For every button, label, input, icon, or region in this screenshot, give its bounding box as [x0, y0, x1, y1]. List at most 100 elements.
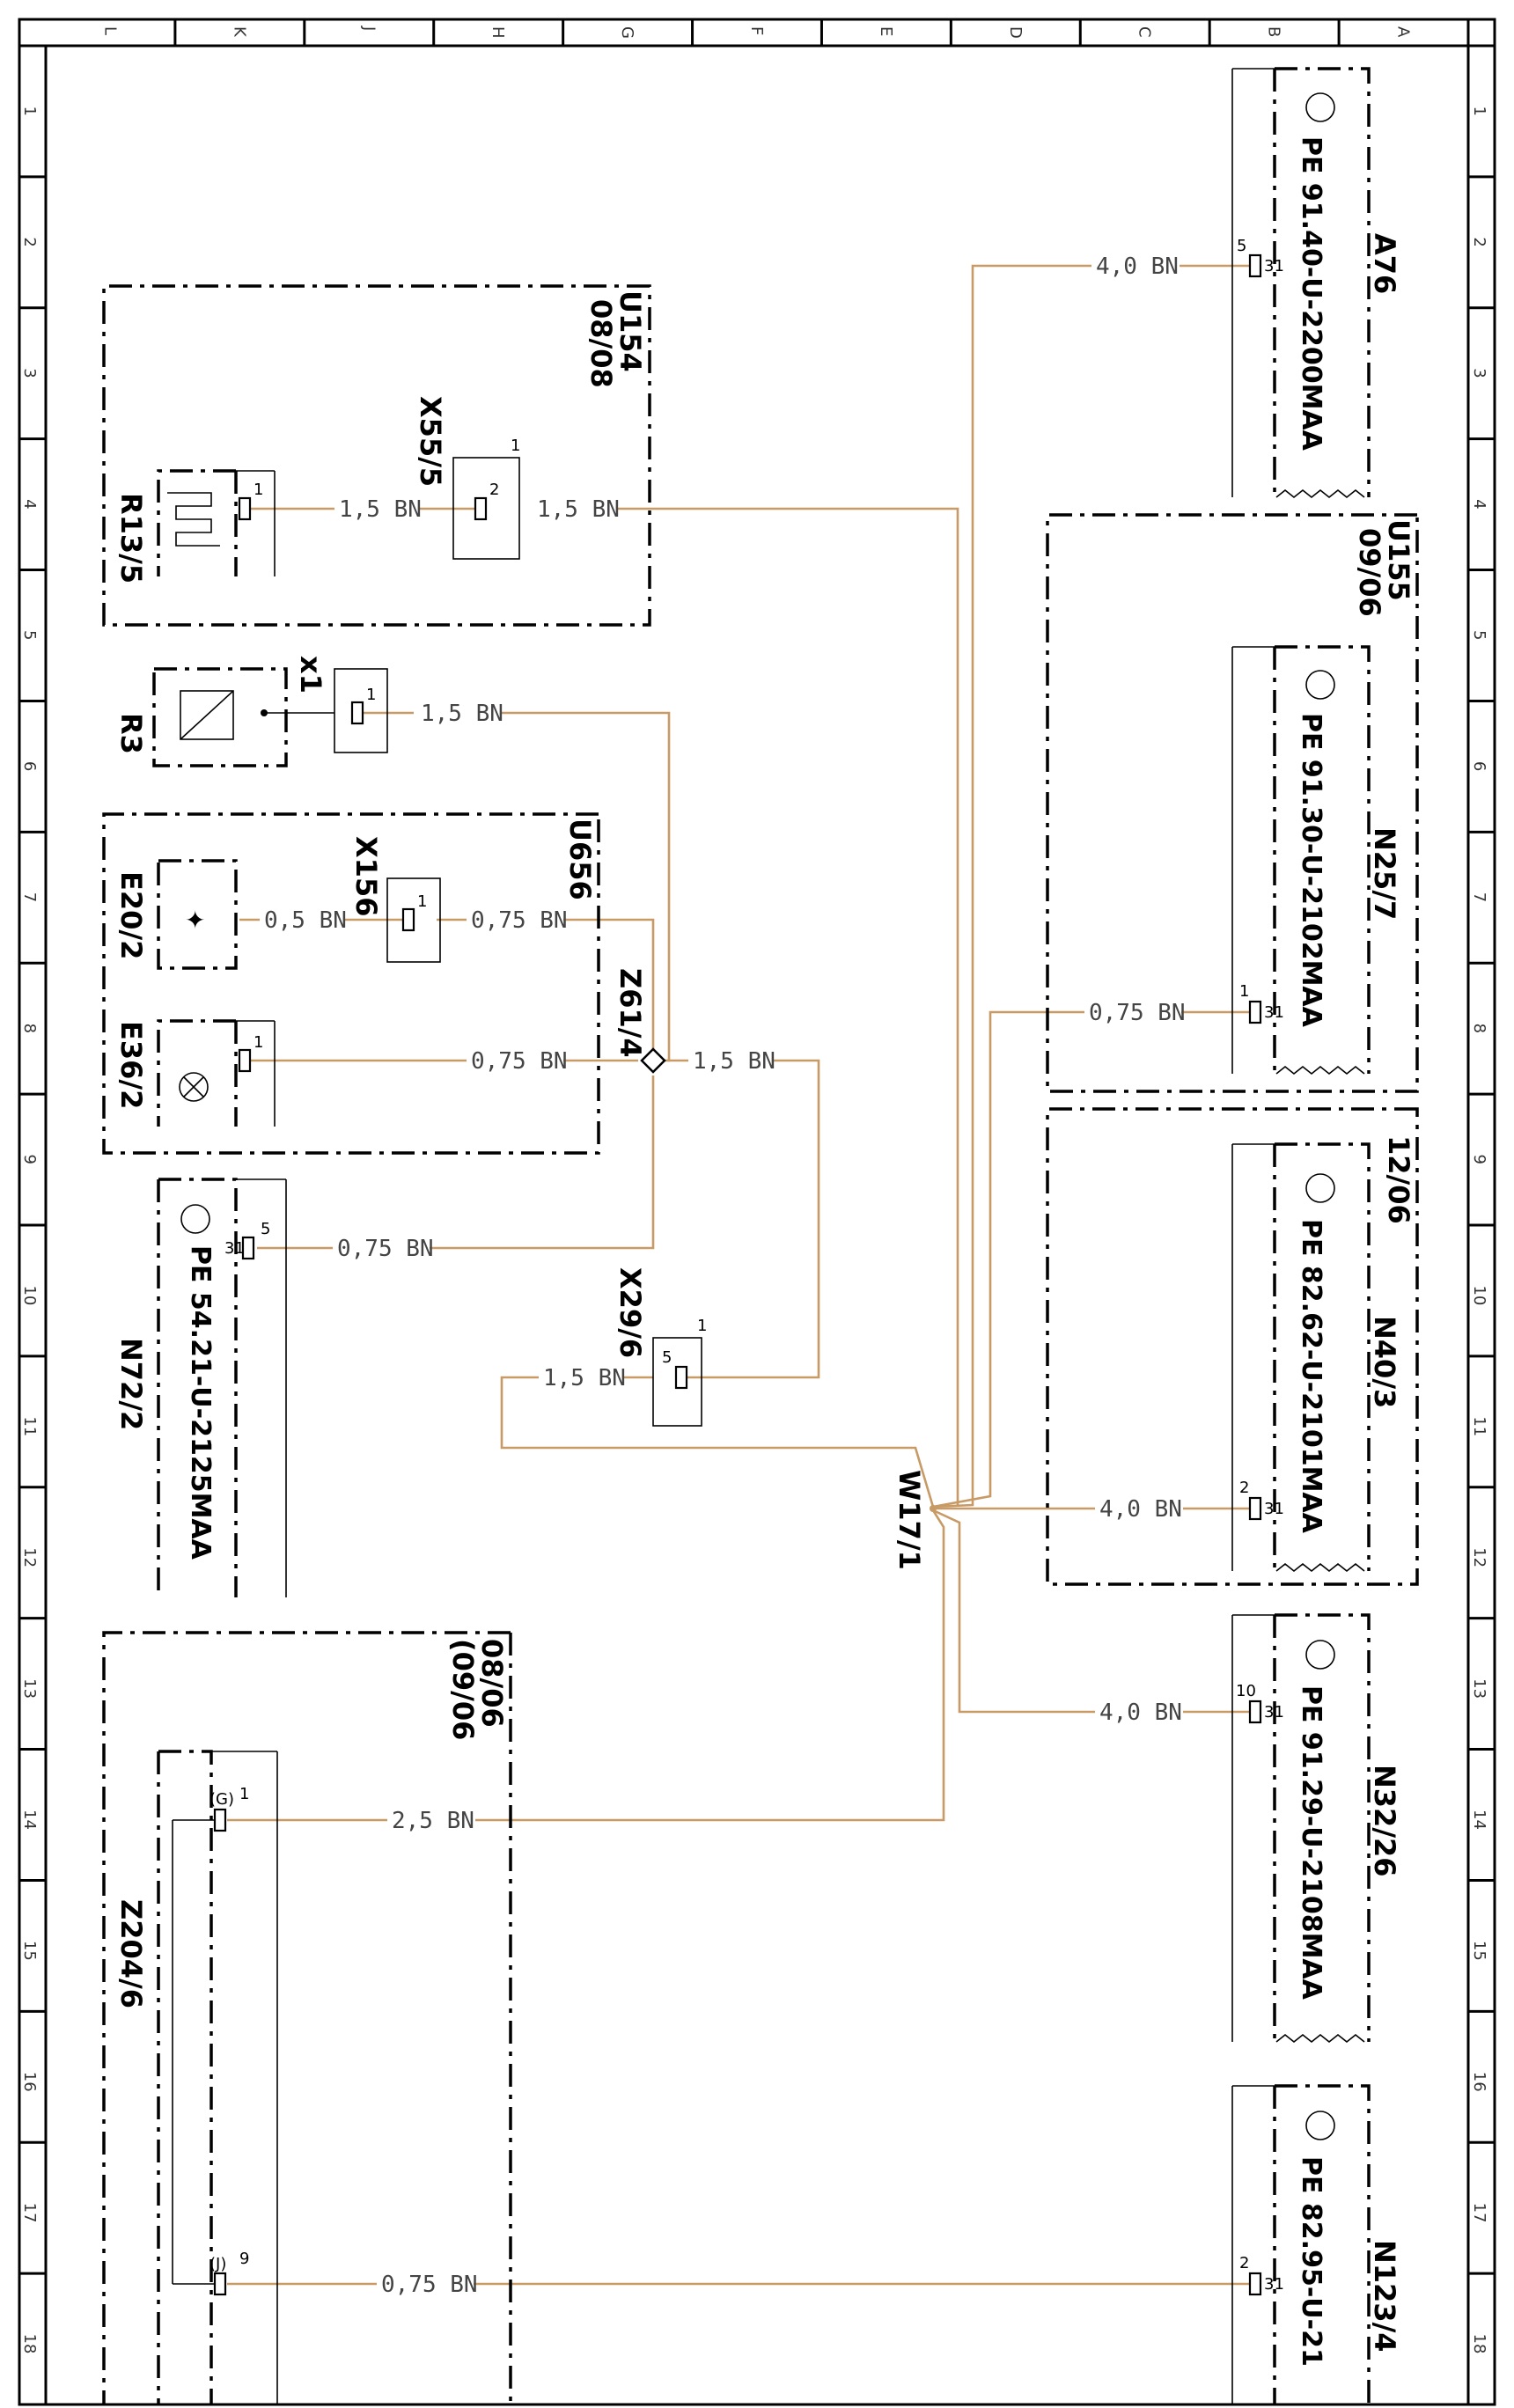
grid-column-label: B [1265, 26, 1283, 37]
ecu-symbol-icon [1305, 1173, 1335, 1203]
grid-row-label: 18 [20, 2334, 39, 2354]
grid-row-label: 10 [20, 1285, 39, 1305]
component-r3: R3 [114, 667, 334, 767]
pin-label: 31 [1264, 2275, 1284, 2294]
pin-label: 2 [1239, 2254, 1249, 2272]
grid-row-label: 15 [20, 1941, 39, 1961]
wire-labels: 4,0 BN 1,5 BN 1,5 BN 1,5 BN 0,5 BN 0,75 … [260, 250, 1186, 2298]
grid-column-label: K [230, 26, 248, 38]
grid-row-label: 15 [1470, 1941, 1488, 1961]
grid-row-label: 10 [1470, 1285, 1488, 1305]
pin-label: 1 [1239, 982, 1249, 1001]
component-label-e36-2: E36/2 [114, 1021, 148, 1109]
pin-label: 5 [662, 1348, 672, 1367]
grid-row-label: 9 [1470, 1155, 1488, 1164]
component-label-x55-5: X55/5 [414, 396, 447, 487]
connector-x55-5: 2 1 X55/5 [414, 396, 520, 560]
component-label-x156: X156 [349, 836, 383, 916]
resistor-icon [180, 690, 234, 740]
component-label-z61-4: Z61/4 [614, 968, 647, 1058]
pin-label: 1 [239, 1785, 249, 1803]
grid-column-label: F [747, 26, 766, 35]
grid-column-label: L [100, 26, 119, 35]
component-label-e20-2: E20/2 [114, 871, 148, 959]
pin-label: (J) [209, 2255, 226, 2273]
connector-x156: 1 X156 [349, 836, 441, 963]
component-label-n32-26: N32/26 [1368, 1765, 1401, 1877]
grid-row-label: 5 [1470, 630, 1488, 640]
ecu-part-number: PE 91.30-U-2102MAA [1296, 713, 1327, 1028]
pin-label: 5 [1237, 237, 1246, 255]
ecu-symbol-icon [180, 1204, 210, 1234]
pin-label: 31 [1264, 1003, 1284, 1022]
grid-row-label: 13 [20, 1678, 39, 1699]
pin-label: 31 [1264, 1703, 1284, 1722]
pin-label: 31 [1264, 1500, 1284, 1518]
grid-row-label: 17 [20, 2203, 39, 2223]
light-icon: ✦ [185, 906, 205, 935]
pin-label: 5 [261, 1220, 270, 1238]
wire-label-n72: 0,75 BN [337, 1236, 434, 1262]
component-label-r13-5: R13/5 [114, 493, 148, 584]
ground-point-w17-1: W17/1 [893, 1470, 937, 1570]
ecu-part-number: PE 91.40-U-2200MAA [1296, 136, 1327, 452]
grid-column-label: E [877, 26, 895, 36]
group-range-u154: 08/08 [584, 299, 618, 388]
pin-label: 31 [1264, 257, 1284, 275]
wire-label-a76: 4,0 BN [1096, 253, 1179, 280]
grid-row-label: 6 [20, 761, 39, 771]
ecu-part-number: PE 82.62-U-2101MAA [1296, 1219, 1327, 1534]
wire-label-e20-left: 0,5 BN [264, 907, 347, 934]
bulb-icon [179, 1072, 209, 1102]
grid-row-label: 4 [1470, 499, 1488, 509]
splice-z204-6: (G) 1 (J) 9 Z204/6 [114, 1750, 278, 2404]
grid-row-label: 11 [20, 1416, 39, 1436]
grid-row-label: 7 [20, 892, 39, 902]
grid-row-label: 1 [1470, 106, 1488, 115]
diagram-frame [18, 18, 1496, 2406]
grid-column-label: C [1136, 26, 1154, 38]
wire-label-n25: 0,75 BN [1089, 1000, 1186, 1026]
grid-row-label: 12 [1470, 1547, 1488, 1567]
wire-label-u154-left: 1,5 BN [339, 496, 422, 523]
ecu-part-number: PE 91.29-U-2108MAA [1296, 1685, 1327, 2001]
control-unit-n25-7: 31 1 PE 91.30-U-2102MAA N25/7 [1231, 645, 1401, 1076]
wire-label-n40: 4,0 BN [1099, 1496, 1182, 1523]
grid-row-label: 14 [20, 1810, 39, 1830]
grid-row-label: 3 [1470, 368, 1488, 378]
connector-x29-6: 5 1 X29/6 [614, 1267, 707, 1427]
pin-label: 1 [254, 481, 263, 499]
ecu-symbol-icon [1305, 1640, 1335, 1670]
grid-row-label: 6 [1470, 761, 1488, 771]
group-u656: U656 [102, 812, 600, 1155]
pin-label: 9 [239, 2250, 249, 2268]
component-label-a76: A76 [1368, 233, 1401, 294]
grid-row-label: 17 [1470, 2203, 1488, 2223]
wire-label-e36: 0,75 BN [471, 1048, 568, 1075]
sensor-r13-5: 1 R13/5 [114, 469, 276, 584]
grid-row-label: 11 [1470, 1416, 1488, 1436]
grid-row-label: 14 [1470, 1810, 1488, 1830]
group-z204-6: 08/06 (09/06 [102, 1631, 512, 2404]
group-range-u155: 09/06 [1353, 528, 1386, 617]
lamp-e20-2: ✦ E20/2 [114, 859, 238, 970]
ecu-part-number: PE 82.95-U-21 [1296, 2156, 1327, 2367]
wire-label-u154-right: 1,5 BN [537, 496, 620, 523]
grid-row-label: 16 [20, 2072, 39, 2092]
wire-label-x29: 1,5 BN [543, 1365, 626, 1391]
wire-label-z204-j: 0,75 BN [381, 2272, 478, 2298]
grid-row-label: 8 [1470, 1024, 1488, 1033]
connector-x1: 1 x1 [294, 656, 388, 753]
grid-row-label: 9 [20, 1155, 39, 1164]
grid-row-label: 1 [20, 106, 39, 115]
group-label-u656: U656 [563, 819, 597, 900]
group-u155: U155 09/06 [1046, 513, 1419, 1093]
grid-row-label: 5 [20, 630, 39, 640]
component-label-n25-7: N25/7 [1368, 827, 1401, 920]
grid-column-label: J [359, 26, 378, 31]
pin-label: 1 [417, 892, 427, 911]
ecu-symbol-icon [1305, 92, 1335, 122]
pin-label: 1 [254, 1033, 263, 1052]
